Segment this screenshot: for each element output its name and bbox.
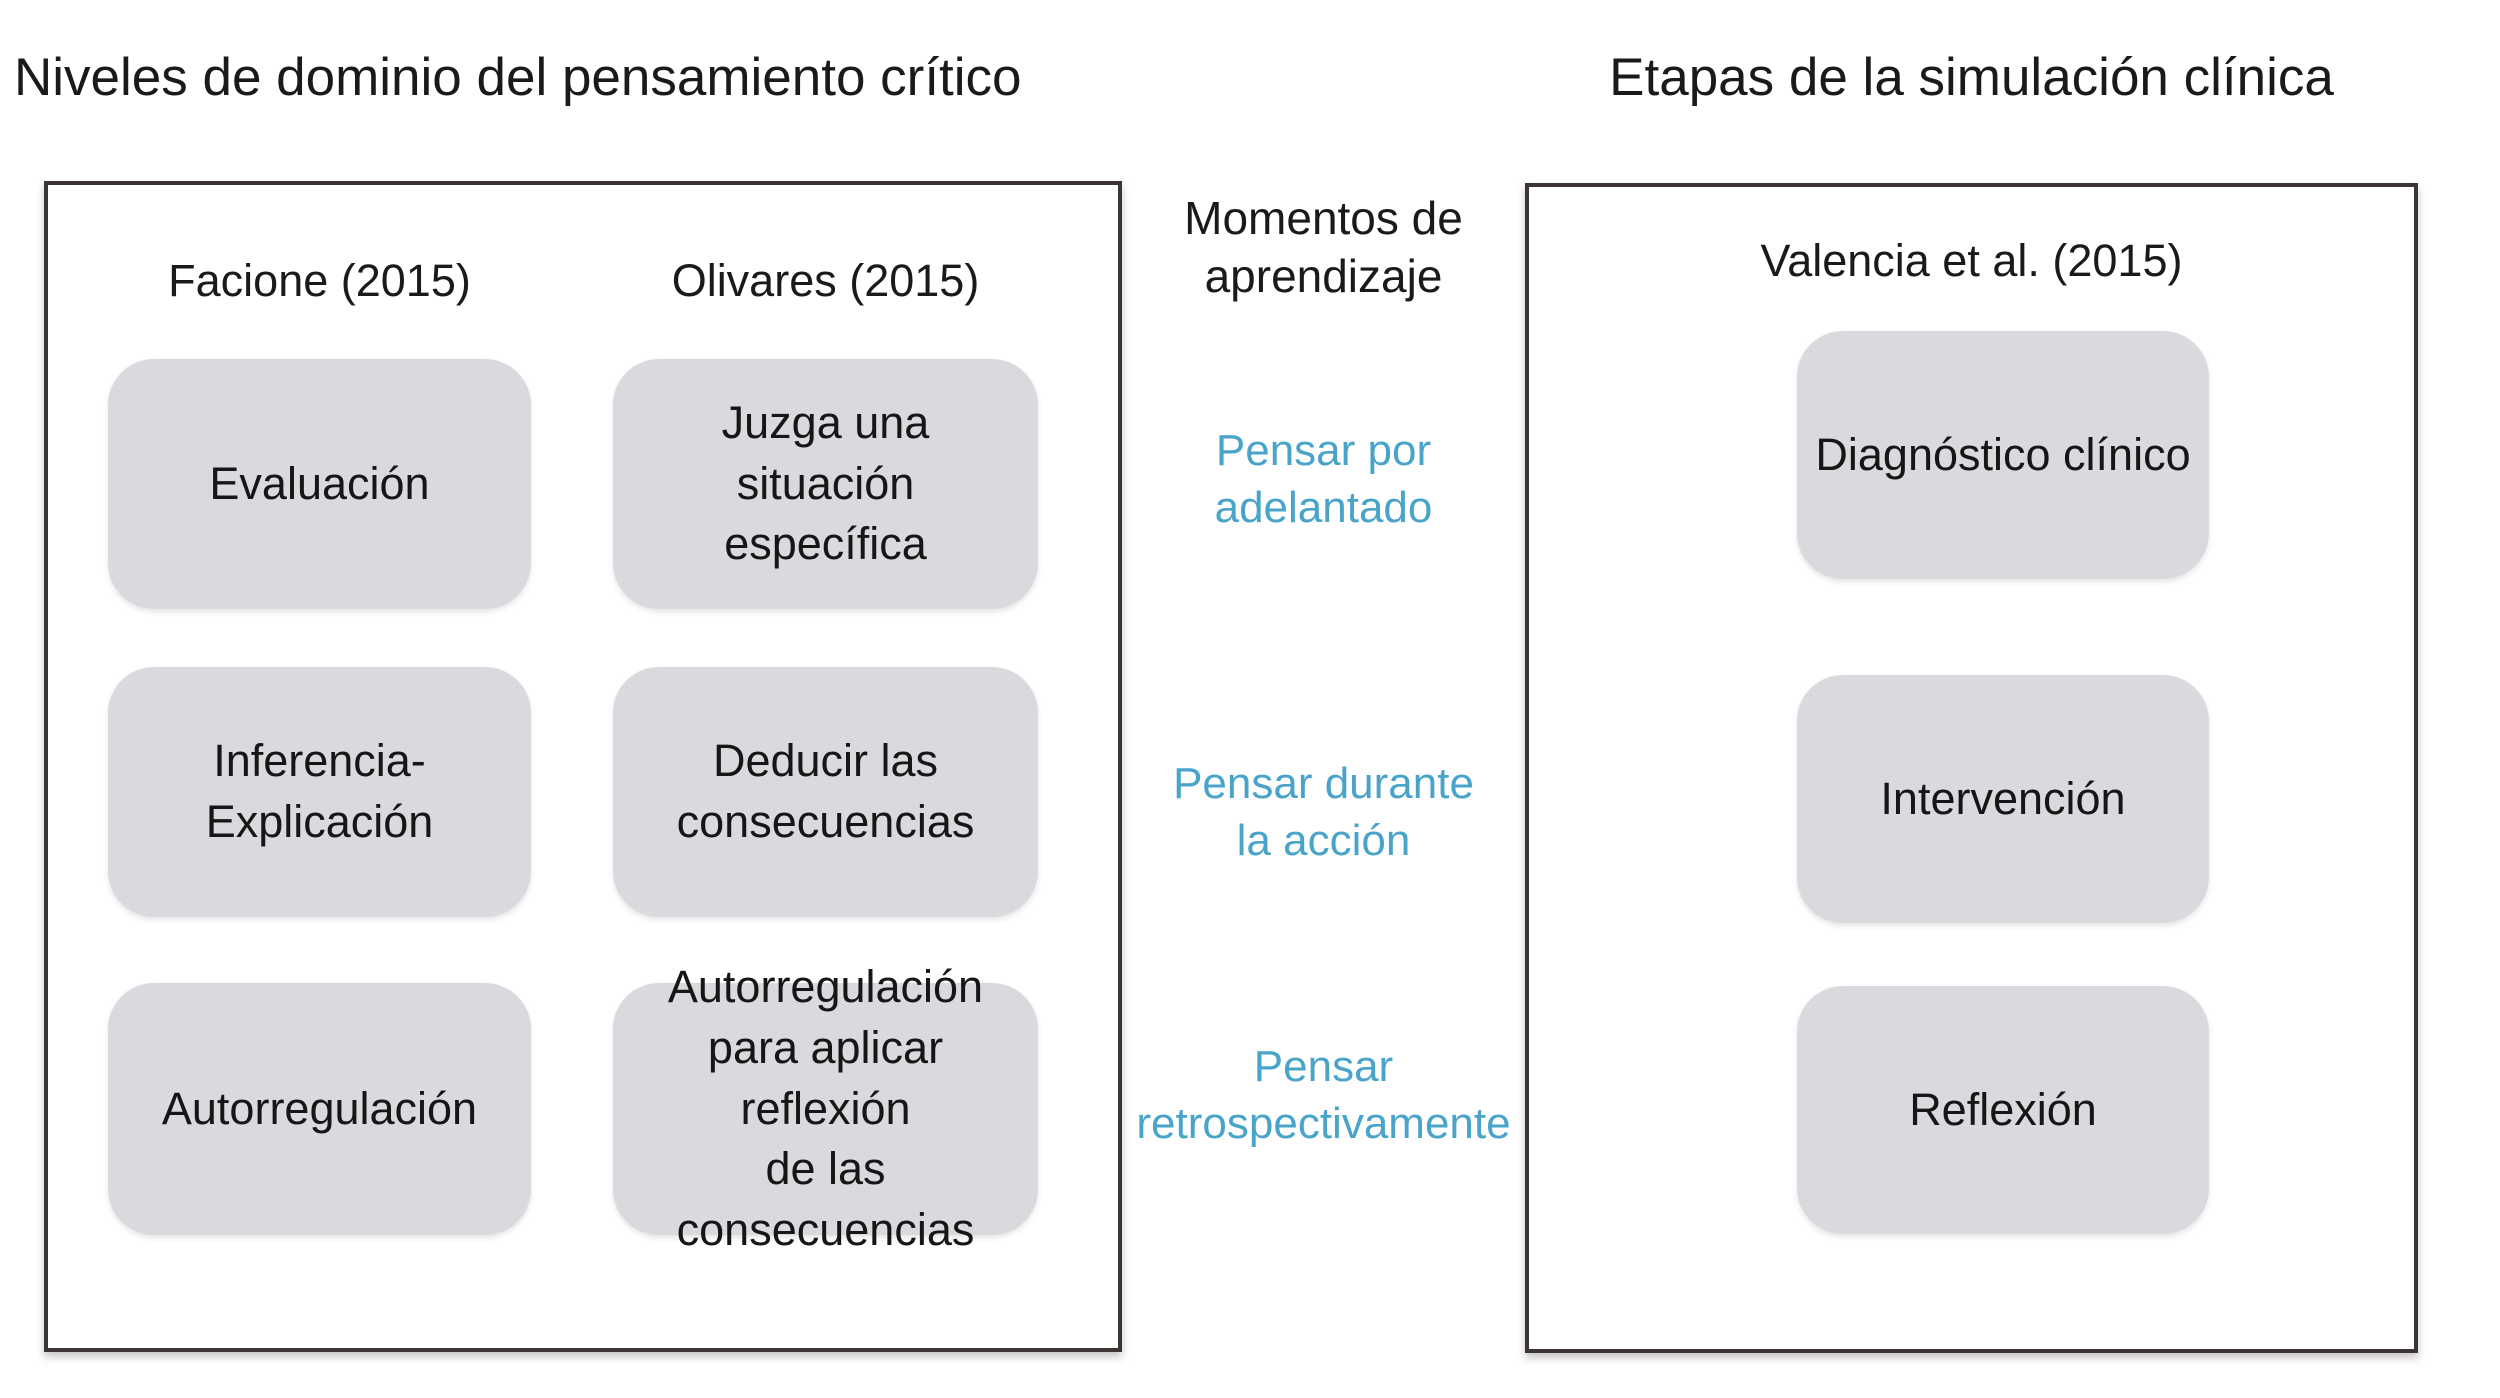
critical-thinking-panel: Facione (2015) Olivares (2015) Evaluació… [44,181,1122,1352]
box-deducir-consecuencias: Deducir las consecuencias [613,667,1038,917]
olivares-column-header: Olivares (2015) [671,255,980,306]
learning-moments-column: Momentos de aprendizaje Pensar por adela… [1122,0,1525,1398]
box-autorregulacion: Autorregulación [108,983,531,1235]
moment-pensar-durante-la-accion: Pensar durante la acción [1173,759,1474,866]
box-evaluacion: Evaluación [108,359,531,609]
left-section-title: Niveles de dominio del pensamiento críti… [14,48,1022,107]
right-section-title: Etapas de la simulación clínica [1609,48,2334,107]
box-intervencion: Intervención [1797,675,2209,923]
box-juzga-situacion-especifica: Juzga una situación específica [613,359,1038,609]
box-autorregulacion-reflexion: Autorregulación para aplicar reflexión d… [613,961,1038,1255]
learning-moments-header: Momentos de aprendizaje [1184,192,1463,302]
box-reflexion: Reflexión [1797,986,2209,1234]
moment-pensar-retrospectivamente: Pensar retrospectivamente [1136,1042,1511,1149]
moment-pensar-por-adelantado: Pensar por adelantado [1214,426,1433,533]
clinical-simulation-panel: Valencia et al. (2015) Diagnóstico clíni… [1525,183,2418,1353]
facione-column-header: Facione (2015) [168,255,471,306]
valencia-column-header: Valencia et al. (2015) [1760,235,2183,286]
box-inferencia-explicacion: Inferencia- Explicación [108,667,531,917]
box-diagnostico-clinico: Diagnóstico clínico [1797,331,2209,579]
